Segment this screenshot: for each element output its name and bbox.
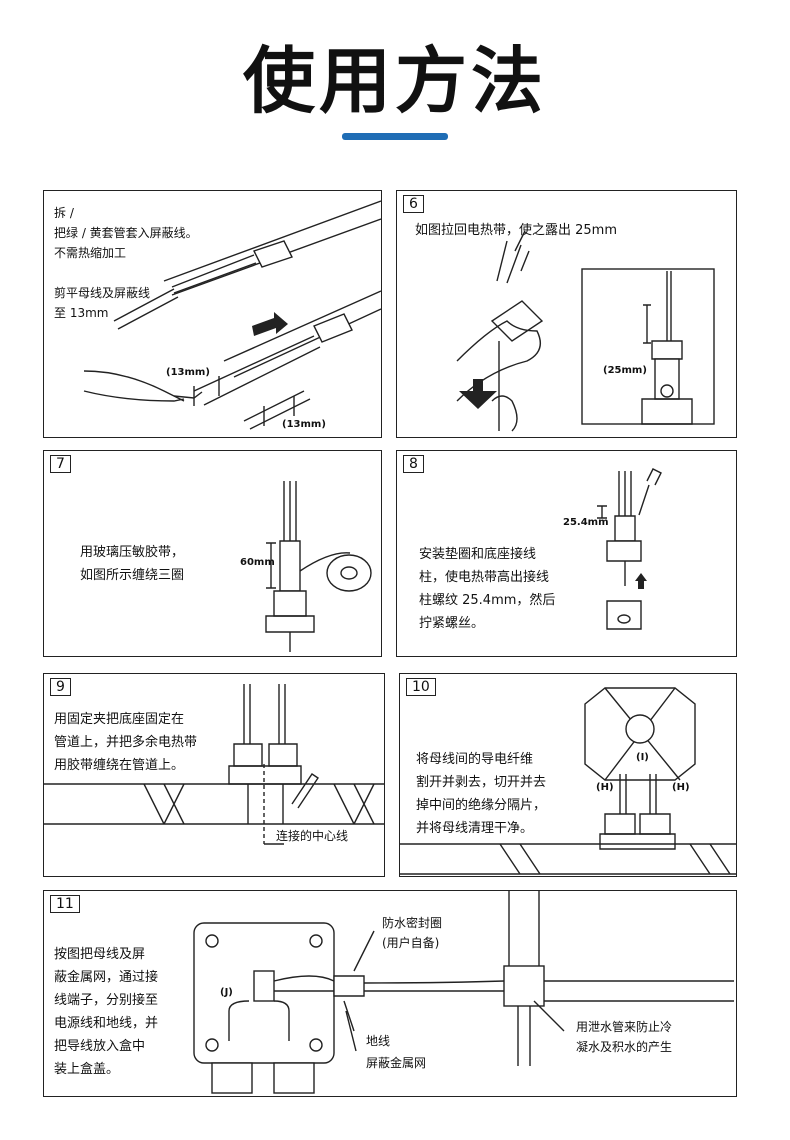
step-panel-11: 11 按图把母线及屏 蔽金属网，通过接 线端子，分别接至 电源线和地线，并 把导… [43,890,737,1097]
pipe-mounting-illustration [44,684,384,845]
label-i: (I) [636,752,649,763]
junction-box-wiring-illustration [400,687,736,875]
center-line-callout: 连接的中心线 [276,829,349,843]
terminal-install-illustration [597,468,662,630]
step-panel-7: 7 用玻璃压敏胶带， 如图所示缠绕三圈 60mm [43,450,382,657]
step-9-instruction: 用固定夹把底座固定在 管道上，并把多余电热带 用胶带缠绕在管道上。 [54,712,198,773]
dimension-label: (13mm) [282,419,326,430]
step-5-instruction: 拆 / 把绿 / 黄套管套入屏蔽线。 不需热缩加工 [54,206,198,260]
step-number: 11 [50,895,80,913]
step-6-instruction: 如图拉回电热带，使之露出 25mm [415,223,618,238]
dimension-label: (13mm) [166,367,210,378]
step-7-instruction: 用玻璃压敏胶带， 如图所示缠绕三圈 [80,545,185,583]
callout-ground-wire: 地线 [366,1034,391,1048]
step-panel-8: 8 安装垫圈和底座接线 柱，使电热带高出接线 柱螺纹 25.4mm，然后 拧紧螺… [396,450,737,657]
callout-shield-mesh: 屏蔽金属网 [366,1056,427,1070]
label-j: (J) [220,987,233,998]
tape-wrapping-illustration [265,481,372,652]
step-panel-6: 6 如图拉回电热带，使之露出 25mm (25mm) [396,190,737,438]
junction-box-final-assembly-illustration [193,891,734,1094]
title-accent-bar [342,133,448,140]
step-number: 8 [403,455,424,473]
step-number: 9 [50,678,71,696]
label-h-left: (H) [596,782,614,793]
dimension-label: 25.4mm [563,517,609,528]
step-number: 10 [406,678,436,696]
step-11-instruction: 按图把母线及屏 蔽金属网，通过接 线端子，分别接至 电源线和地线，并 把导线放入… [54,947,159,1077]
step-number: 7 [50,455,71,473]
callout-drain-pipe: 用泄水管来防止冷 凝水及积水的产生 [576,1020,673,1054]
label-h-right: (H) [672,782,690,793]
step-panel-5: 拆 / 把绿 / 黄套管套入屏蔽线。 不需热缩加工 剪平母线及屏蔽线 至 13m… [43,190,382,438]
step-8-instruction: 安装垫圈和底座接线 柱，使电热带高出接线 柱螺纹 25.4mm，然后 拧紧螺丝。 [419,547,556,631]
pull-back-heating-cable-illustration [456,230,715,432]
callout-waterproof-seal: 防水密封圈 (用户自备) [382,916,443,950]
step-panel-10: 10 将母线间的导电纤维 割开并剥去，切开并去 掉中间的绝缘分隔片， 并将母线清… [399,673,737,877]
page-title: 使用方法 [242,39,547,123]
step-number: 6 [403,195,424,213]
cable-stripping-illustration [83,200,381,430]
step-5-instruction-trim: 剪平母线及屏蔽线 至 13mm [54,286,151,320]
step-panel-9: 9 用固定夹把底座固定在 管道上，并把多余电热带 用胶带缠绕在管道上。 连接的中… [43,673,385,877]
dimension-label: (25mm) [603,365,647,376]
dimension-label: 60mm [240,557,275,568]
step-10-instruction: 将母线间的导电纤维 割开并剥去，切开并去 掉中间的绝缘分隔片， 并将母线清理干净… [416,752,547,836]
